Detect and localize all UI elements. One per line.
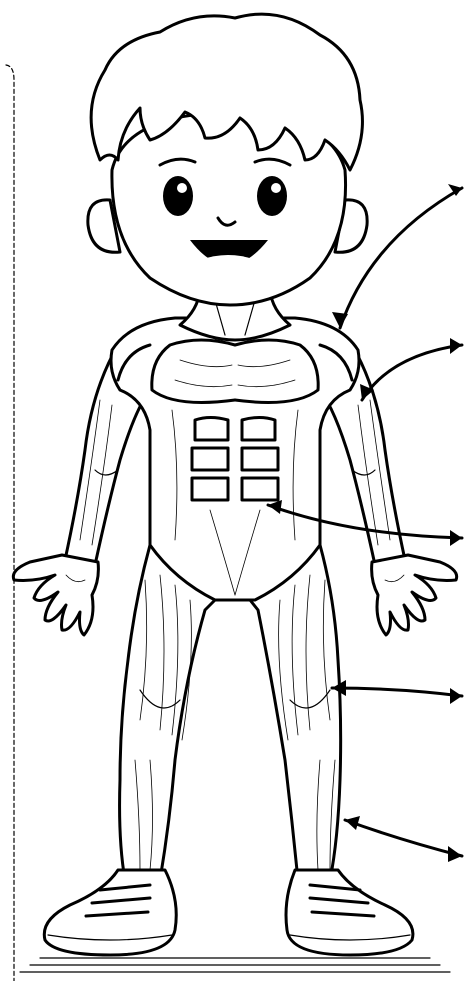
ground-shadow (20, 958, 450, 972)
arrow-calf (345, 816, 462, 862)
arrow-upper-arm (360, 338, 462, 400)
dashed-border (6, 65, 14, 981)
arrow-thigh (332, 680, 462, 704)
shoes (44, 870, 413, 955)
head (88, 14, 367, 305)
